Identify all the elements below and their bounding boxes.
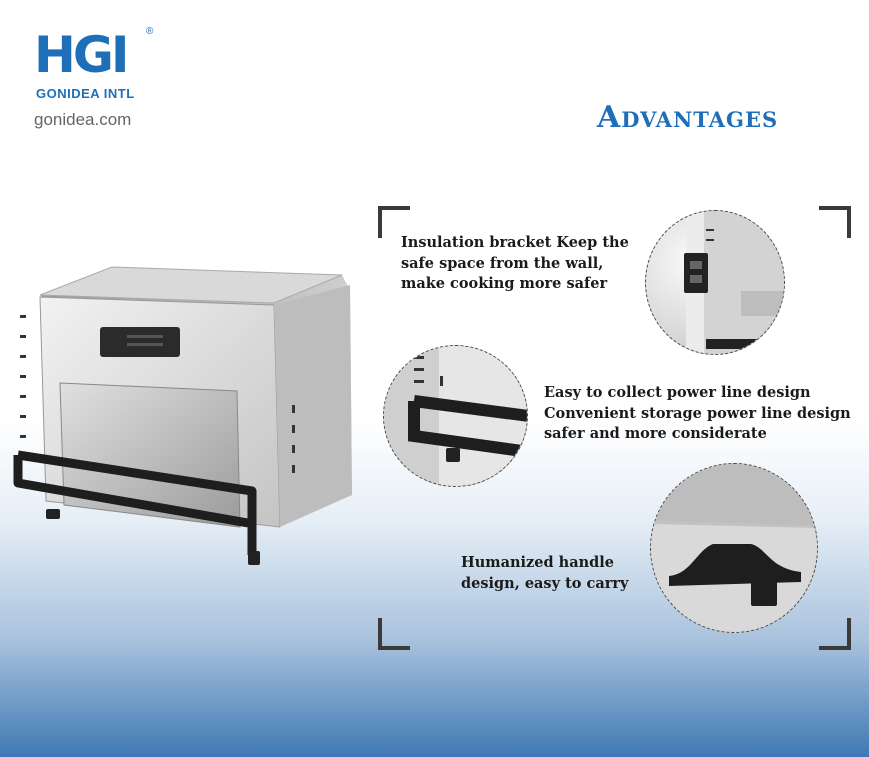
frame-corner-top-right bbox=[819, 206, 851, 238]
frame-corner-top-left bbox=[378, 206, 410, 238]
zoom-insulation-bracket bbox=[645, 210, 785, 355]
feature-insulation-bracket: Insulation bracket Keep the safe space f… bbox=[401, 233, 629, 295]
feature-line: design, easy to carry bbox=[461, 574, 629, 592]
feature-line: Insulation bracket Keep the bbox=[401, 234, 629, 251]
brand-name: GONIDEA INTL bbox=[36, 86, 135, 101]
frame-corner-bottom-right bbox=[819, 618, 851, 650]
feature-power-line: Easy to collect power line design Conven… bbox=[544, 383, 851, 445]
logo-mark: HGI bbox=[34, 26, 129, 84]
brand-logo: HGI ® GONIDEA INTL gonidea.com bbox=[34, 26, 153, 129]
feature-line: safer and more considerate bbox=[544, 425, 767, 442]
feature-line: Humanized handle bbox=[461, 554, 615, 571]
zoom-humanized-handle bbox=[650, 463, 818, 633]
feature-handle: Humanized handle design, easy to carry bbox=[461, 553, 628, 594]
feature-line: Convenient storage power line design bbox=[544, 404, 851, 422]
feature-line: make cooking more safer bbox=[401, 275, 608, 292]
feature-line: safe space from the wall, bbox=[401, 254, 604, 272]
registered-mark: ® bbox=[146, 26, 154, 37]
zoom-power-line-storage bbox=[383, 345, 528, 487]
frame-corner-bottom-left bbox=[378, 618, 410, 650]
page-title: Advantages bbox=[597, 100, 779, 135]
website-url: gonidea.com bbox=[34, 110, 132, 129]
oven-product-image bbox=[13, 266, 352, 565]
feature-line: Easy to collect power line design bbox=[544, 384, 811, 401]
